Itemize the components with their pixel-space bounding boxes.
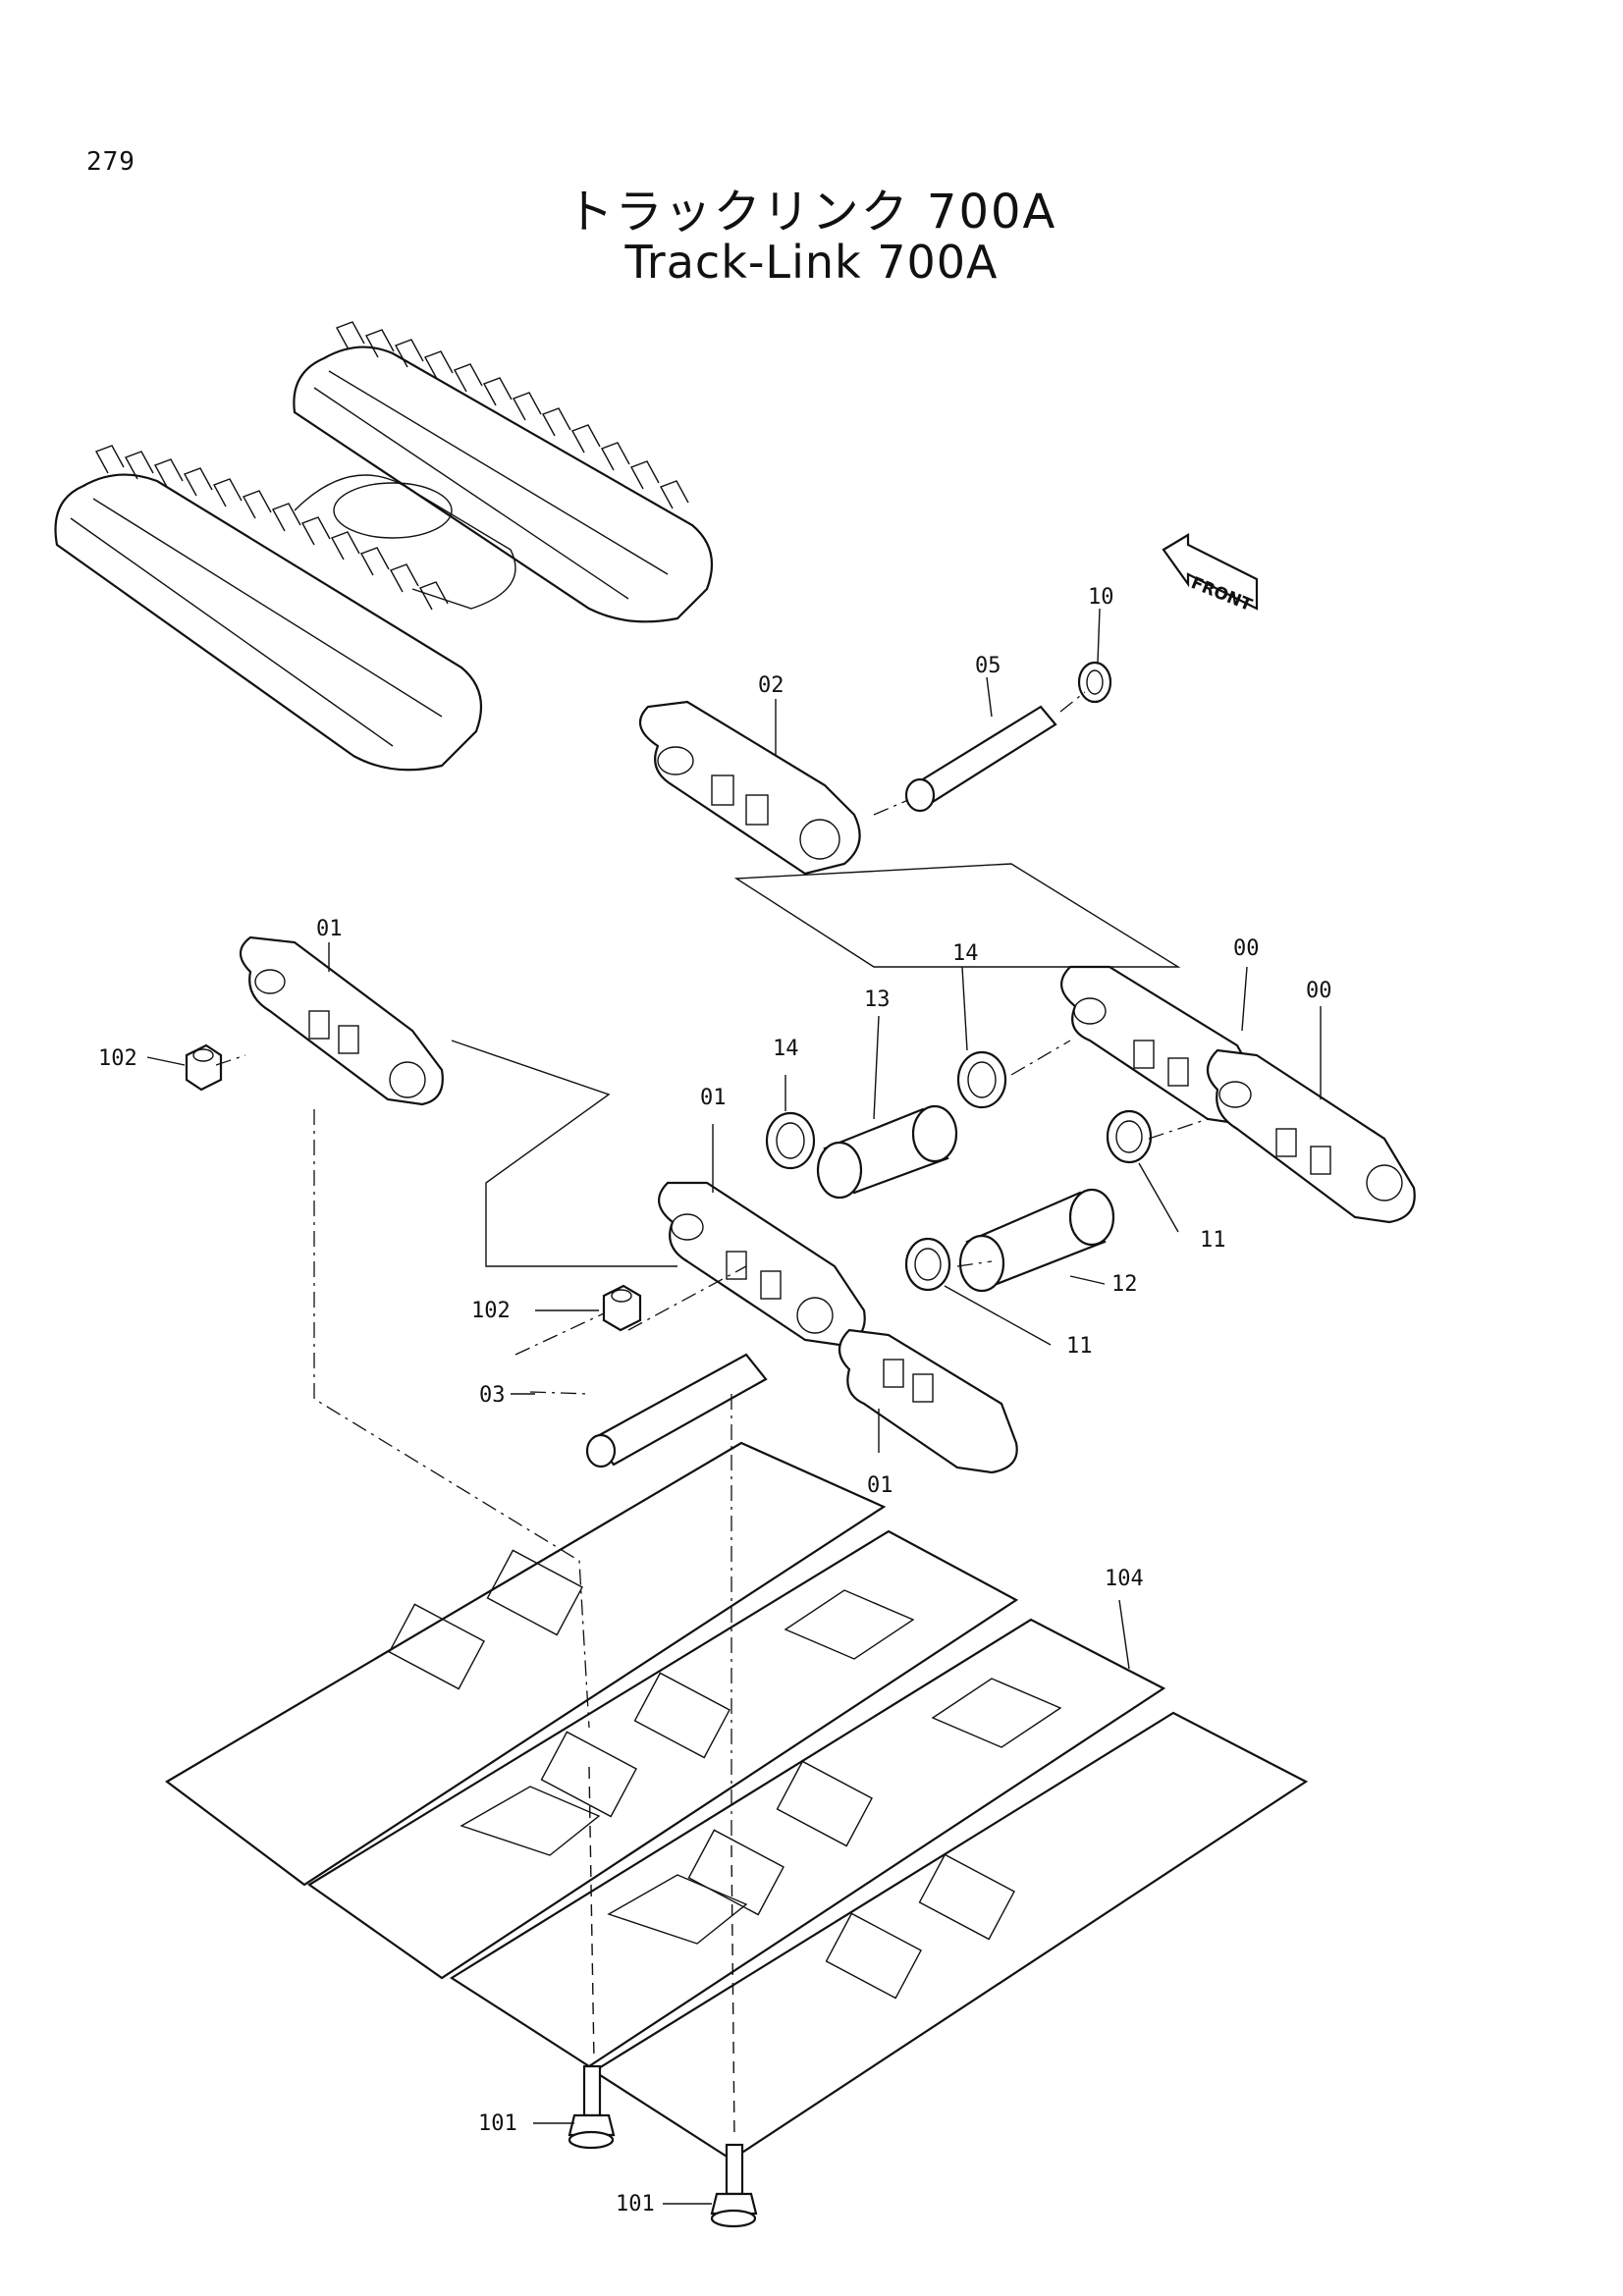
callout-01-lower: 01 — [867, 1473, 893, 1498]
part-14-seal-lower — [765, 1111, 816, 1170]
assembly-lines — [215, 691, 1209, 2141]
callout-00-left: 00 — [1233, 936, 1260, 961]
part-104-track-shoe-1 — [165, 1441, 887, 1887]
callout-13: 13 — [864, 988, 891, 1012]
callout-101-right: 101 — [616, 2192, 655, 2216]
callout-14-upper: 14 — [952, 941, 979, 966]
callout-104: 104 — [1105, 1567, 1144, 1591]
part-01-track-link-lower — [838, 1328, 1018, 1474]
part-10-retaining-ring — [1077, 661, 1112, 704]
callout-01-upper: 01 — [316, 917, 343, 941]
callout-101-left: 101 — [478, 2111, 517, 2136]
callout-02: 02 — [758, 673, 784, 698]
title-japanese: トラックリンク 700A — [566, 185, 1057, 240]
part-104-track-shoe-4 — [591, 1711, 1309, 2162]
front-direction-arrow: FRONT — [1162, 533, 1259, 615]
part-01-track-link-center — [658, 1181, 866, 1347]
part-102-nut-upper — [185, 1043, 223, 1092]
part-104-track-shoe-3 — [449, 1618, 1166, 2068]
leader-lines — [146, 608, 1322, 2205]
callout-01-center: 01 — [700, 1086, 727, 1110]
page-number: 279 — [86, 147, 135, 177]
part-102-nut-center — [602, 1284, 642, 1332]
part-12-bushing — [958, 1188, 1115, 1293]
front-label: FRONT — [1188, 573, 1255, 615]
callout-102-center: 102 — [471, 1299, 511, 1323]
callout-11-upper: 11 — [1200, 1228, 1226, 1253]
callout-10: 10 — [1088, 585, 1114, 610]
part-03-pin — [585, 1353, 768, 1468]
callout-05: 05 — [975, 654, 1001, 678]
part-11-seal-lower — [904, 1237, 951, 1292]
assembly-boundary-upper — [733, 863, 1181, 968]
part-00-track-link-master-b — [1206, 1048, 1416, 1224]
part-14-seal-upper — [956, 1050, 1007, 1109]
assembly-boundary-left — [451, 1040, 677, 1267]
part-101-bolt-left — [568, 2064, 616, 2150]
title-english: Track-Link 700A — [624, 236, 999, 289]
part-13-bushing — [816, 1104, 958, 1200]
undercarriage-overview-illustration — [54, 321, 714, 772]
part-104-track-shoe-2 — [306, 1529, 1019, 1980]
callout-11-lower: 11 — [1066, 1334, 1093, 1359]
callout-14-lower: 14 — [773, 1037, 799, 1061]
part-101-bolt-right — [710, 2143, 758, 2228]
part-05-pin — [904, 705, 1057, 813]
part-11-seal-upper — [1106, 1109, 1153, 1164]
callout-03: 03 — [479, 1383, 506, 1408]
callout-00-right: 00 — [1306, 979, 1332, 1003]
part-02-track-link — [638, 700, 861, 876]
callout-12: 12 — [1111, 1272, 1138, 1297]
part-01-track-link-upper — [239, 935, 444, 1106]
callout-102-upper: 102 — [98, 1046, 137, 1071]
